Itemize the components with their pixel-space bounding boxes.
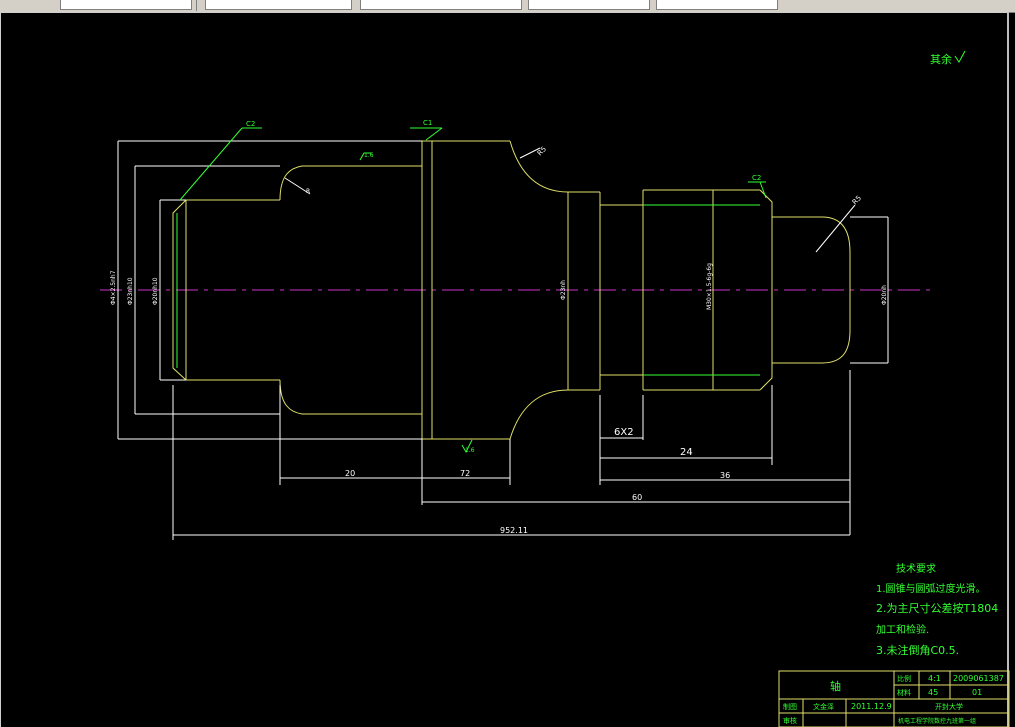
tech-req-line-4: 3.未注倒角C0.5. — [876, 643, 959, 657]
dim-v1: Φ4×2.5nh7 — [110, 270, 117, 305]
roughness-icon — [954, 50, 966, 63]
chamfer-leaders — [179, 127, 767, 201]
drawn-label: 制图 — [783, 702, 797, 711]
dim-v4: Φ23nh — [560, 280, 567, 300]
inner-thread-lines — [176, 204, 760, 376]
check-label: 审核 — [783, 716, 797, 725]
tech-req-line-1: 1.圆锥与圆弧过度光滑。 — [876, 582, 986, 595]
tech-req-line-2: 2.为主尺寸公差按T1804 — [876, 601, 998, 615]
material-label: 材料 — [897, 688, 911, 697]
chamfer-c2-right: C2 — [752, 174, 761, 182]
dim-952: 952.11 — [500, 526, 528, 535]
dim-20: 20 — [345, 469, 355, 478]
university: 开封大学 — [935, 702, 963, 711]
drawing-border — [0, 12, 1009, 727]
roughness-symbols — [359, 152, 473, 454]
toolbar-field-5[interactable] — [656, 0, 778, 10]
dim-72: 72 — [460, 469, 470, 478]
toolbar-field-2[interactable] — [205, 0, 352, 10]
dimension-lines — [117, 140, 889, 540]
toolbar-field-1[interactable] — [60, 0, 192, 10]
radius-r1: R — [306, 188, 310, 195]
title-block — [778, 670, 1010, 727]
roughness-1-6: 1.6 — [364, 152, 374, 159]
toolbar-strip — [0, 0, 1015, 13]
dim-36: 36 — [720, 471, 730, 480]
top-note: 其余 — [930, 52, 952, 66]
sheet-value: 01 — [972, 688, 982, 697]
dim-v2: Φ23nh10 — [127, 277, 134, 305]
dim-v6: Φ20nh — [881, 285, 888, 305]
radius-r2: R5 — [536, 145, 548, 157]
material-value: 45 — [928, 688, 938, 697]
dim-6x2: 6X2 — [614, 427, 634, 438]
chamfer-c2-left: C2 — [246, 120, 255, 128]
tech-req-line-3: 加工和检验. — [876, 623, 929, 636]
part-name: 轴 — [830, 679, 841, 693]
toolbar-field-4[interactable] — [528, 0, 650, 10]
radius-r3: R5 — [851, 194, 863, 206]
shaft-outline — [172, 140, 851, 440]
tech-req-title: 技术要求 — [896, 562, 936, 575]
drawn-date: 2011.12.9 — [851, 702, 892, 711]
scale-label: 比例 — [897, 674, 911, 683]
toolbar-separator — [196, 0, 197, 11]
roughness-bottom: 1.6 — [465, 447, 475, 454]
chamfer-c1: C1 — [423, 119, 432, 127]
dim-v5: M30×1.5-6g-6g — [706, 263, 713, 310]
toolbar-field-3[interactable] — [360, 0, 522, 10]
scale-value: 4:1 — [928, 674, 941, 683]
department: 机电工程学院数控九班第一组 — [898, 717, 976, 725]
dim-24: 24 — [680, 447, 693, 458]
dim-v3: Φ20nh10 — [152, 277, 159, 305]
drawn-name: 文金泽 — [813, 702, 834, 711]
drawing-number: 2009061387 — [953, 674, 1004, 683]
dim-60: 60 — [632, 493, 642, 502]
